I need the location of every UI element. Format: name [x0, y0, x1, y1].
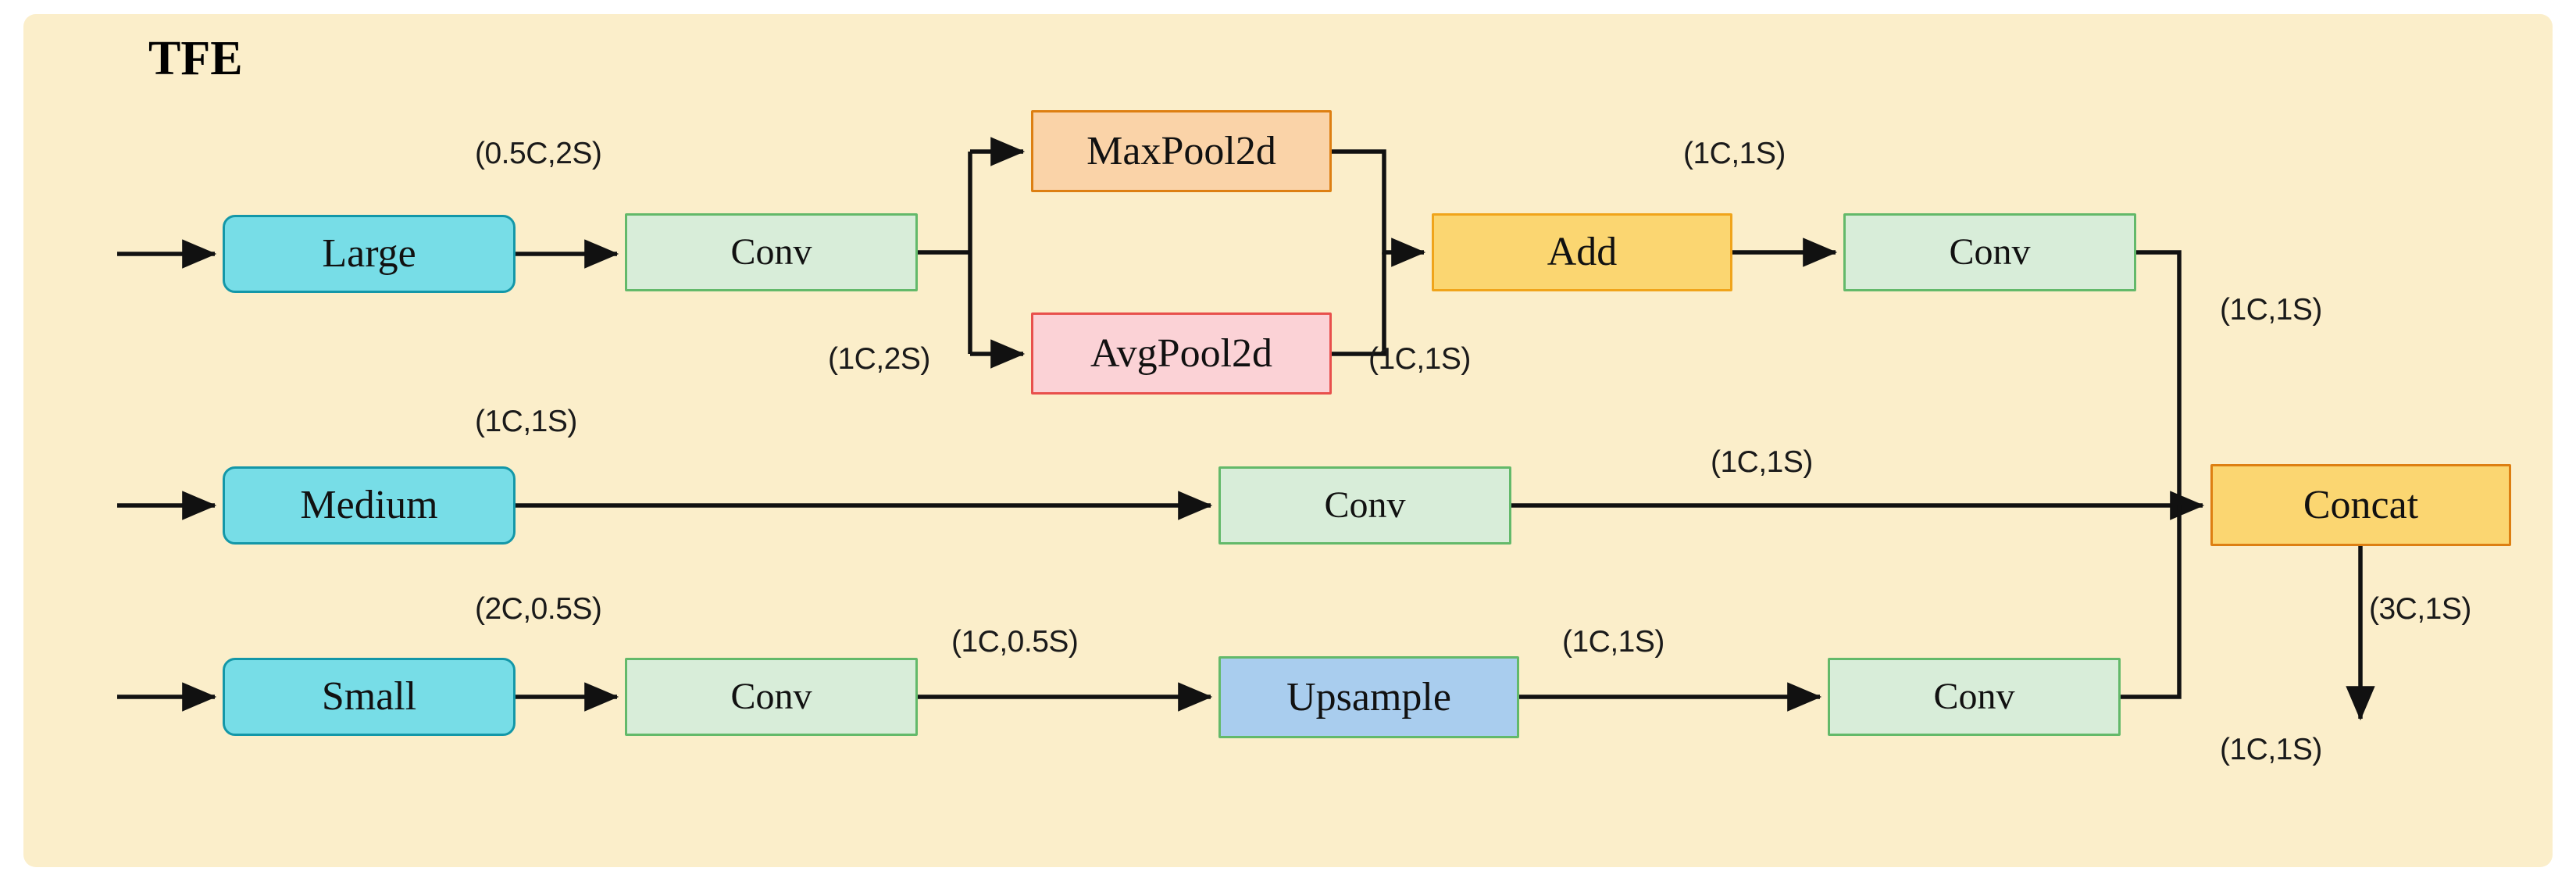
edge-label-bottom-branch: (1C,1S): [2220, 733, 2322, 766]
page-title: TFE: [148, 32, 243, 85]
node-upsample[interactable]: Upsample: [1218, 656, 1519, 738]
node-conv-middle[interactable]: Conv: [1218, 466, 1511, 545]
node-conv-bottom-right[interactable]: Conv: [1828, 658, 2121, 736]
edge-label-avgpool-output: (1C,1S): [1368, 342, 1471, 376]
edge-label-add-to-conv: (1C,1S): [1683, 137, 1786, 170]
edge-label-medium-input: (1C,1S): [475, 405, 577, 438]
node-medium[interactable]: Medium: [223, 466, 516, 545]
edge-label-concat-output: (3C,1S): [2369, 592, 2471, 626]
node-conv-top-right[interactable]: Conv: [1843, 213, 2136, 291]
edge-label-conv-top-right-output: (1C,1S): [2220, 293, 2322, 327]
node-concat[interactable]: Concat: [2210, 464, 2511, 546]
node-conv-bottom-left[interactable]: Conv: [625, 658, 918, 736]
node-small[interactable]: Small: [223, 658, 516, 736]
edge-label-small-input: (2C,0.5S): [475, 592, 602, 626]
edge-label-avgpool-input: (1C,2S): [828, 342, 930, 376]
edge-label-conv-bottom-left-output: (1C,0.5S): [951, 625, 1079, 659]
edge-label-upsample-output: (1C,1S): [1562, 625, 1664, 659]
node-maxpool2d[interactable]: MaxPool2d: [1031, 110, 1332, 192]
node-large[interactable]: Large: [223, 215, 516, 293]
node-add[interactable]: Add: [1432, 213, 1732, 291]
edge-label-conv-middle-output: (1C,1S): [1711, 445, 1813, 479]
node-conv-top[interactable]: Conv: [625, 213, 918, 291]
node-avgpool2d[interactable]: AvgPool2d: [1031, 312, 1332, 395]
edge-label-large-output: (0.5C,2S): [475, 137, 602, 170]
